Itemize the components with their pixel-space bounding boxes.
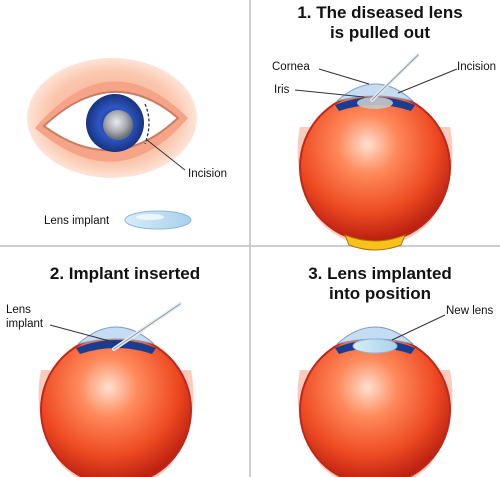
panel3-title-line1: 3. Lens implanted	[308, 264, 452, 283]
panel3-title-line2: into position	[329, 284, 431, 303]
incision-leader-line-p1	[397, 68, 458, 94]
cornea-leader-line	[318, 68, 370, 85]
eyeball-section-icon	[296, 326, 454, 477]
label-cornea: Cornea	[272, 61, 310, 73]
incision-leader-line	[146, 139, 186, 171]
eye-front-icon	[27, 58, 197, 178]
label-iris: Iris	[274, 84, 290, 96]
panel1-title: 1. The diseased lens is pulled out	[262, 3, 498, 43]
panel1-title-line1: 1. The diseased lens	[297, 3, 463, 22]
panel1-title-line2: is pulled out	[329, 23, 431, 42]
intraocular-lens-icon	[124, 210, 192, 230]
eyeball-section-icon	[296, 83, 454, 251]
panel2-title: 2. Implant inserted	[49, 264, 201, 283]
label-incision-front: Incision	[188, 168, 227, 180]
iris-leader-line	[294, 89, 365, 98]
lens-implant-leader-line	[49, 324, 118, 344]
incision-mark	[144, 103, 150, 145]
label-lens-implant: Lens implant	[44, 215, 110, 227]
label-incision-p1: Incision	[457, 61, 496, 73]
label-lens-implant-p2-line2: implant	[6, 318, 44, 330]
label-lens-implant-p2-line1: Lens	[6, 304, 31, 316]
new-lens-leader-line	[391, 314, 446, 341]
panel3-title: 3. Lens implanted into position	[262, 264, 498, 304]
label-new-lens: New lens	[446, 305, 494, 317]
